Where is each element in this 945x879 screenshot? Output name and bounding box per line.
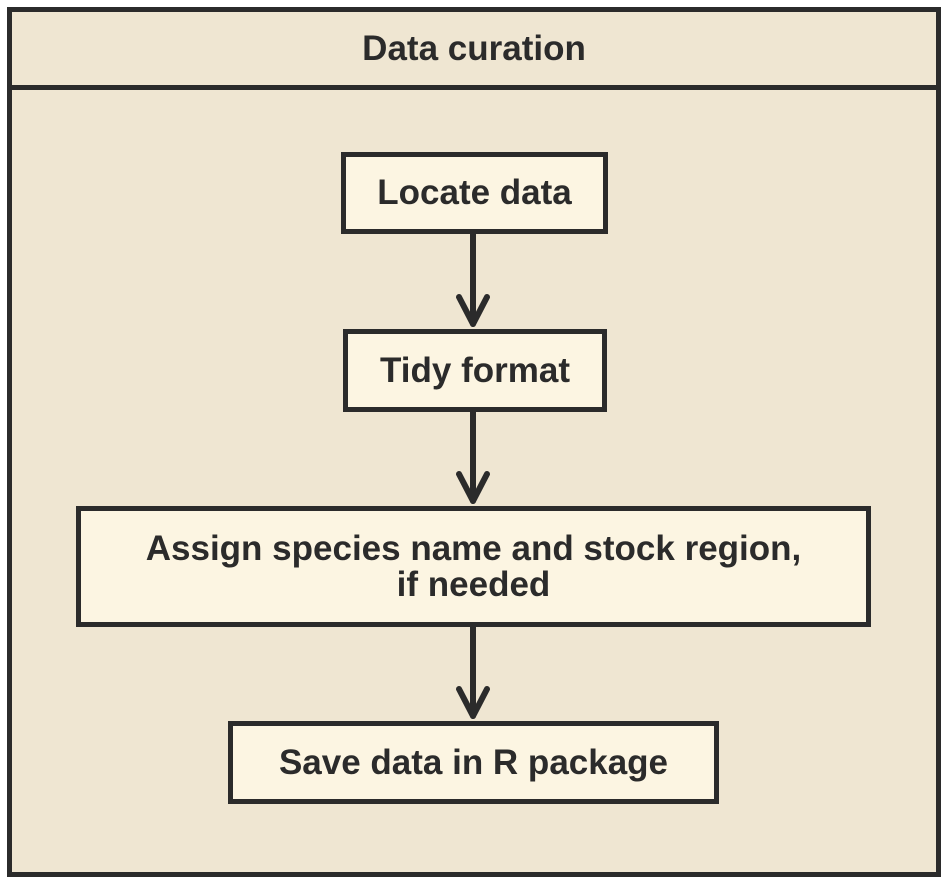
node-tidy-format: Tidy format [343,329,607,412]
node-assign-species: Assign species name and stock region, if… [76,506,871,627]
node-label-line: Locate data [377,173,572,212]
node-locate-data: Locate data [341,152,608,234]
node-label-line: Assign species name and stock region, [145,528,802,568]
node-save-data: Save data in R package [228,721,719,804]
panel-title: Data curation [12,12,936,90]
node-label-line: Tidy format [380,350,570,390]
node-label-line: if needed [396,564,551,604]
node-label-line: Save data in R package [278,742,669,782]
